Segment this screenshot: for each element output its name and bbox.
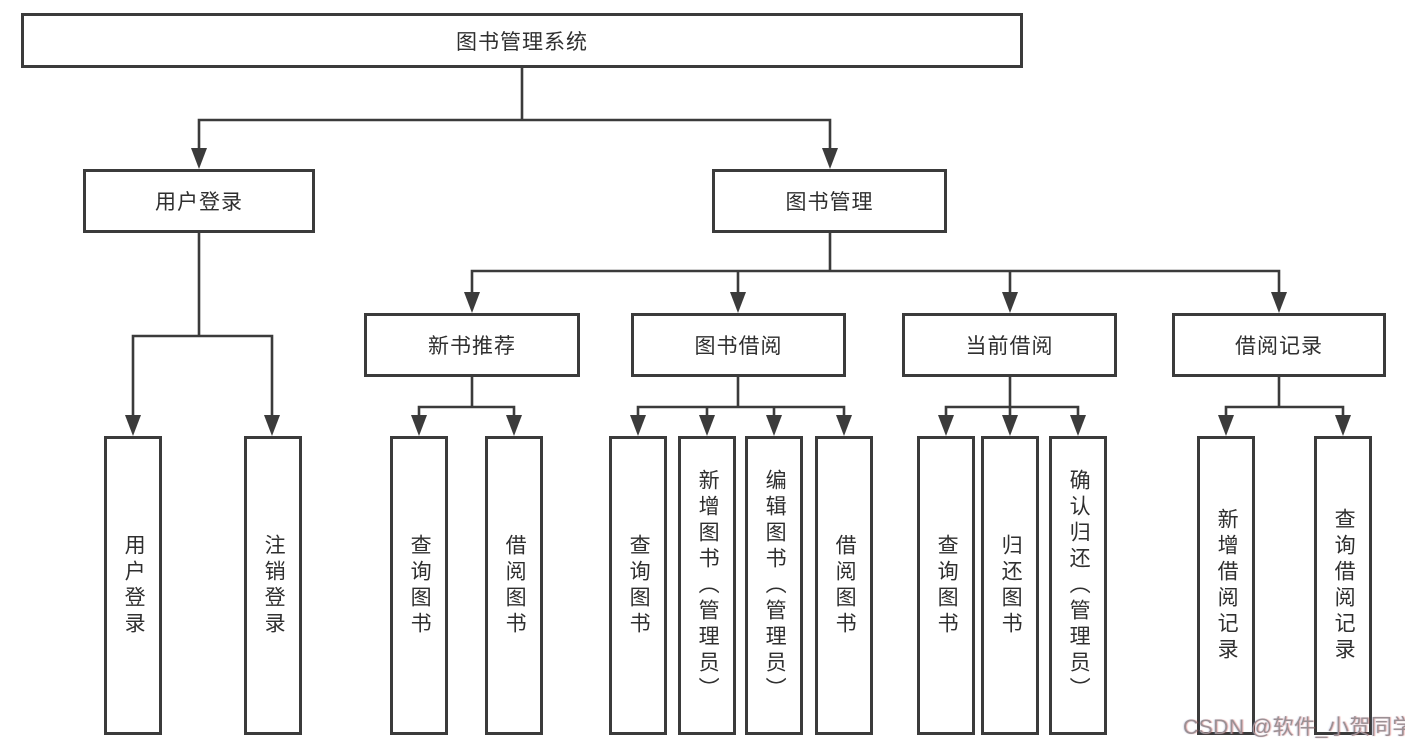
- node-book-management: 图书管理: [712, 169, 947, 233]
- leaf-records-query-record: 查询借阅记录: [1314, 436, 1372, 735]
- leaf-borrow-borrow-books: 借阅图书: [815, 436, 873, 735]
- node-label: 查询图书: [408, 533, 432, 638]
- node-label: 归还图书: [999, 533, 1023, 638]
- node-label: 查询图书: [935, 533, 959, 638]
- node-label: 新增借阅记录: [1215, 507, 1239, 664]
- node-user-login: 用户登录: [83, 169, 315, 233]
- leaf-borrow-edit-books-admin: 编辑图书（管理员）: [745, 436, 803, 735]
- node-label: 借阅图书: [503, 533, 527, 638]
- leaf-current-return-books: 归还图书: [981, 436, 1039, 735]
- leaf-logout: 注销登录: [244, 436, 302, 735]
- node-book-borrow: 图书借阅: [631, 313, 846, 377]
- csdn-watermark: CSDN @软件_小贺同学: [1183, 716, 1405, 739]
- leaf-borrow-add-books-admin: 新增图书（管理员）: [678, 436, 736, 735]
- leaf-current-query-books: 查询图书: [917, 436, 975, 735]
- node-label: 用户登录: [122, 533, 146, 638]
- node-new-book-recommend: 新书推荐: [364, 313, 580, 377]
- node-label: 当前借阅: [965, 335, 1054, 358]
- node-current-borrow: 当前借阅: [902, 313, 1117, 377]
- node-label: 图书借阅: [694, 335, 783, 358]
- leaf-borrow-query-books: 查询图书: [609, 436, 667, 735]
- leaf-records-add-record: 新增借阅记录: [1197, 436, 1255, 735]
- node-label: 新增图书（管理员）: [696, 468, 720, 703]
- leaf-user-login: 用户登录: [104, 436, 162, 735]
- node-label: 用户登录: [155, 191, 243, 214]
- leaf-current-confirm-return-admin: 确认归还（管理员）: [1049, 436, 1107, 735]
- node-library-system: 图书管理系统: [21, 13, 1023, 68]
- node-label: 新书推荐: [428, 335, 516, 358]
- arrowheads: [125, 148, 1351, 436]
- leaf-newbook-query-books: 查询图书: [390, 436, 448, 735]
- node-label: 编辑图书（管理员）: [763, 468, 787, 703]
- node-borrow-records: 借阅记录: [1172, 313, 1386, 377]
- node-label: 图书管理: [785, 191, 874, 214]
- node-label: 借阅记录: [1235, 335, 1323, 358]
- node-label: 查询图书: [627, 533, 651, 638]
- node-label: 借阅图书: [833, 533, 857, 638]
- node-label: 确认归还（管理员）: [1067, 468, 1091, 703]
- node-label: 查询借阅记录: [1332, 507, 1356, 664]
- node-label: 图书管理系统: [456, 30, 588, 54]
- node-label: 注销登录: [262, 533, 286, 638]
- leaf-newbook-borrow-books: 借阅图书: [485, 436, 543, 735]
